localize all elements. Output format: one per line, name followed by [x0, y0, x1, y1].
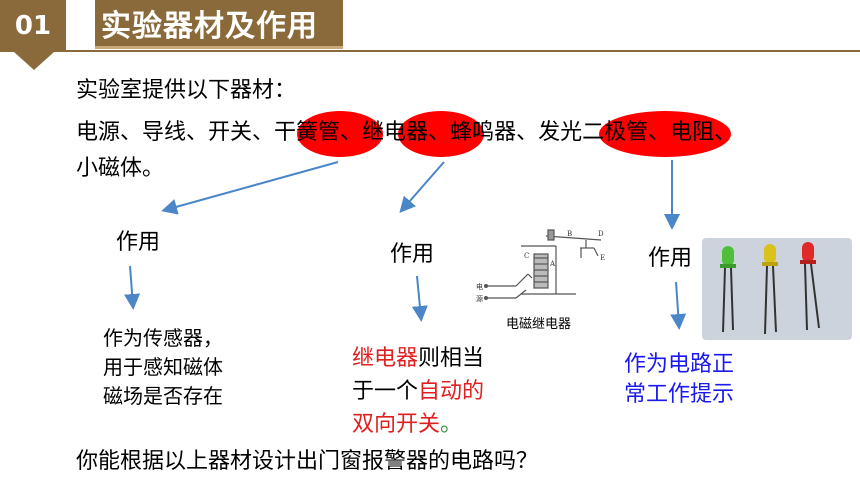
led-desc-line: 常工作提示 — [624, 382, 735, 407]
relay-emphasis: 双向开关 — [352, 412, 441, 437]
relay-letter-a: A — [549, 260, 556, 268]
arrow-down-icon — [411, 275, 428, 322]
section-number-badge: 01 — [0, 0, 66, 52]
closing-question: 你能根据以上器材设计出门窗报警器的电路吗？ — [76, 449, 539, 474]
role-label-led: 作用 — [648, 246, 693, 271]
relay-letter-b: B — [567, 230, 572, 238]
intro-line-3: 小磁体。 — [76, 156, 165, 181]
relay-desc-line-1: 继电器则相当 — [352, 342, 484, 375]
intro-line-1: 实验室提供以下器材： — [76, 78, 297, 103]
arrow-down-icon — [124, 265, 141, 310]
relay-diagram: B D A C E 电 源 — [476, 229, 605, 303]
materials-text-c: 、电阻、 — [648, 120, 737, 145]
relay-desc-line-3: 双向开关。 — [352, 408, 484, 441]
reed-desc-line: 磁场是否存在 — [103, 384, 223, 408]
led-desc-line: 作为电路正 — [624, 352, 735, 377]
relay-letter-e: E — [600, 254, 605, 262]
arrow-down-icon — [670, 281, 687, 330]
arrow-down-icon — [161, 161, 339, 215]
material-reed-switch: 干簧管 — [274, 120, 341, 145]
role-label-relay: 作用 — [390, 242, 435, 267]
led-red-icon — [800, 242, 820, 331]
reed-description: 作为传感器， 用于感知磁体 磁场是否存在 — [103, 324, 223, 411]
relay-term: 继电器 — [352, 346, 419, 371]
reed-desc-line: 作为传感器， — [103, 326, 223, 350]
reed-desc-line: 用于感知磁体 — [103, 355, 223, 379]
materials-text-b: 、蜂鸣器、 — [428, 120, 539, 145]
page-title: 实验器材及作用 — [101, 9, 318, 44]
relay-letter-c: C — [524, 252, 529, 260]
relay-description: 继电器则相当 于一个自动的 双向开关。 — [352, 342, 484, 441]
section-title-bar: 实验器材及作用 — [95, 0, 343, 49]
section-number: 01 — [14, 11, 52, 41]
relay-desc-line-2: 于一个自动的 — [352, 375, 484, 408]
relay-desc-text: 于一个 — [352, 379, 419, 404]
role-label-reed: 作用 — [116, 230, 161, 255]
relay-desc-text: 则相当 — [418, 346, 485, 371]
led-green-icon — [720, 246, 736, 333]
materials-separator: 、 — [340, 120, 363, 145]
badge-pointer — [14, 52, 54, 70]
relay-letter-d: D — [598, 230, 604, 238]
led-yellow-icon — [762, 244, 778, 335]
relay-caption: 电磁继电器 — [506, 317, 572, 332]
highlight-led — [599, 111, 731, 157]
led-description: 作为电路正 常工作提示 — [624, 350, 734, 410]
led-photo — [702, 238, 852, 340]
intro-line-2: 电源、导线、开关、干簧管、继电器、蜂鸣器、发光二极管、电阻、 — [76, 119, 736, 147]
highlight-relay — [398, 111, 484, 157]
material-relay: 继电器 — [362, 120, 429, 145]
header-divider — [66, 50, 860, 52]
relay-emphasis: 自动的 — [418, 379, 485, 404]
relay-desc-period: 。 — [440, 412, 463, 437]
arrow-down-icon — [399, 161, 445, 214]
material-led: 发光二极管 — [538, 120, 649, 145]
relay-letter-power-2: 源 — [476, 294, 483, 303]
highlight-reed-switch — [297, 111, 383, 157]
materials-text-a: 电源、导线、开关、 — [76, 120, 275, 145]
relay-letter-power-1: 电 — [476, 282, 483, 291]
